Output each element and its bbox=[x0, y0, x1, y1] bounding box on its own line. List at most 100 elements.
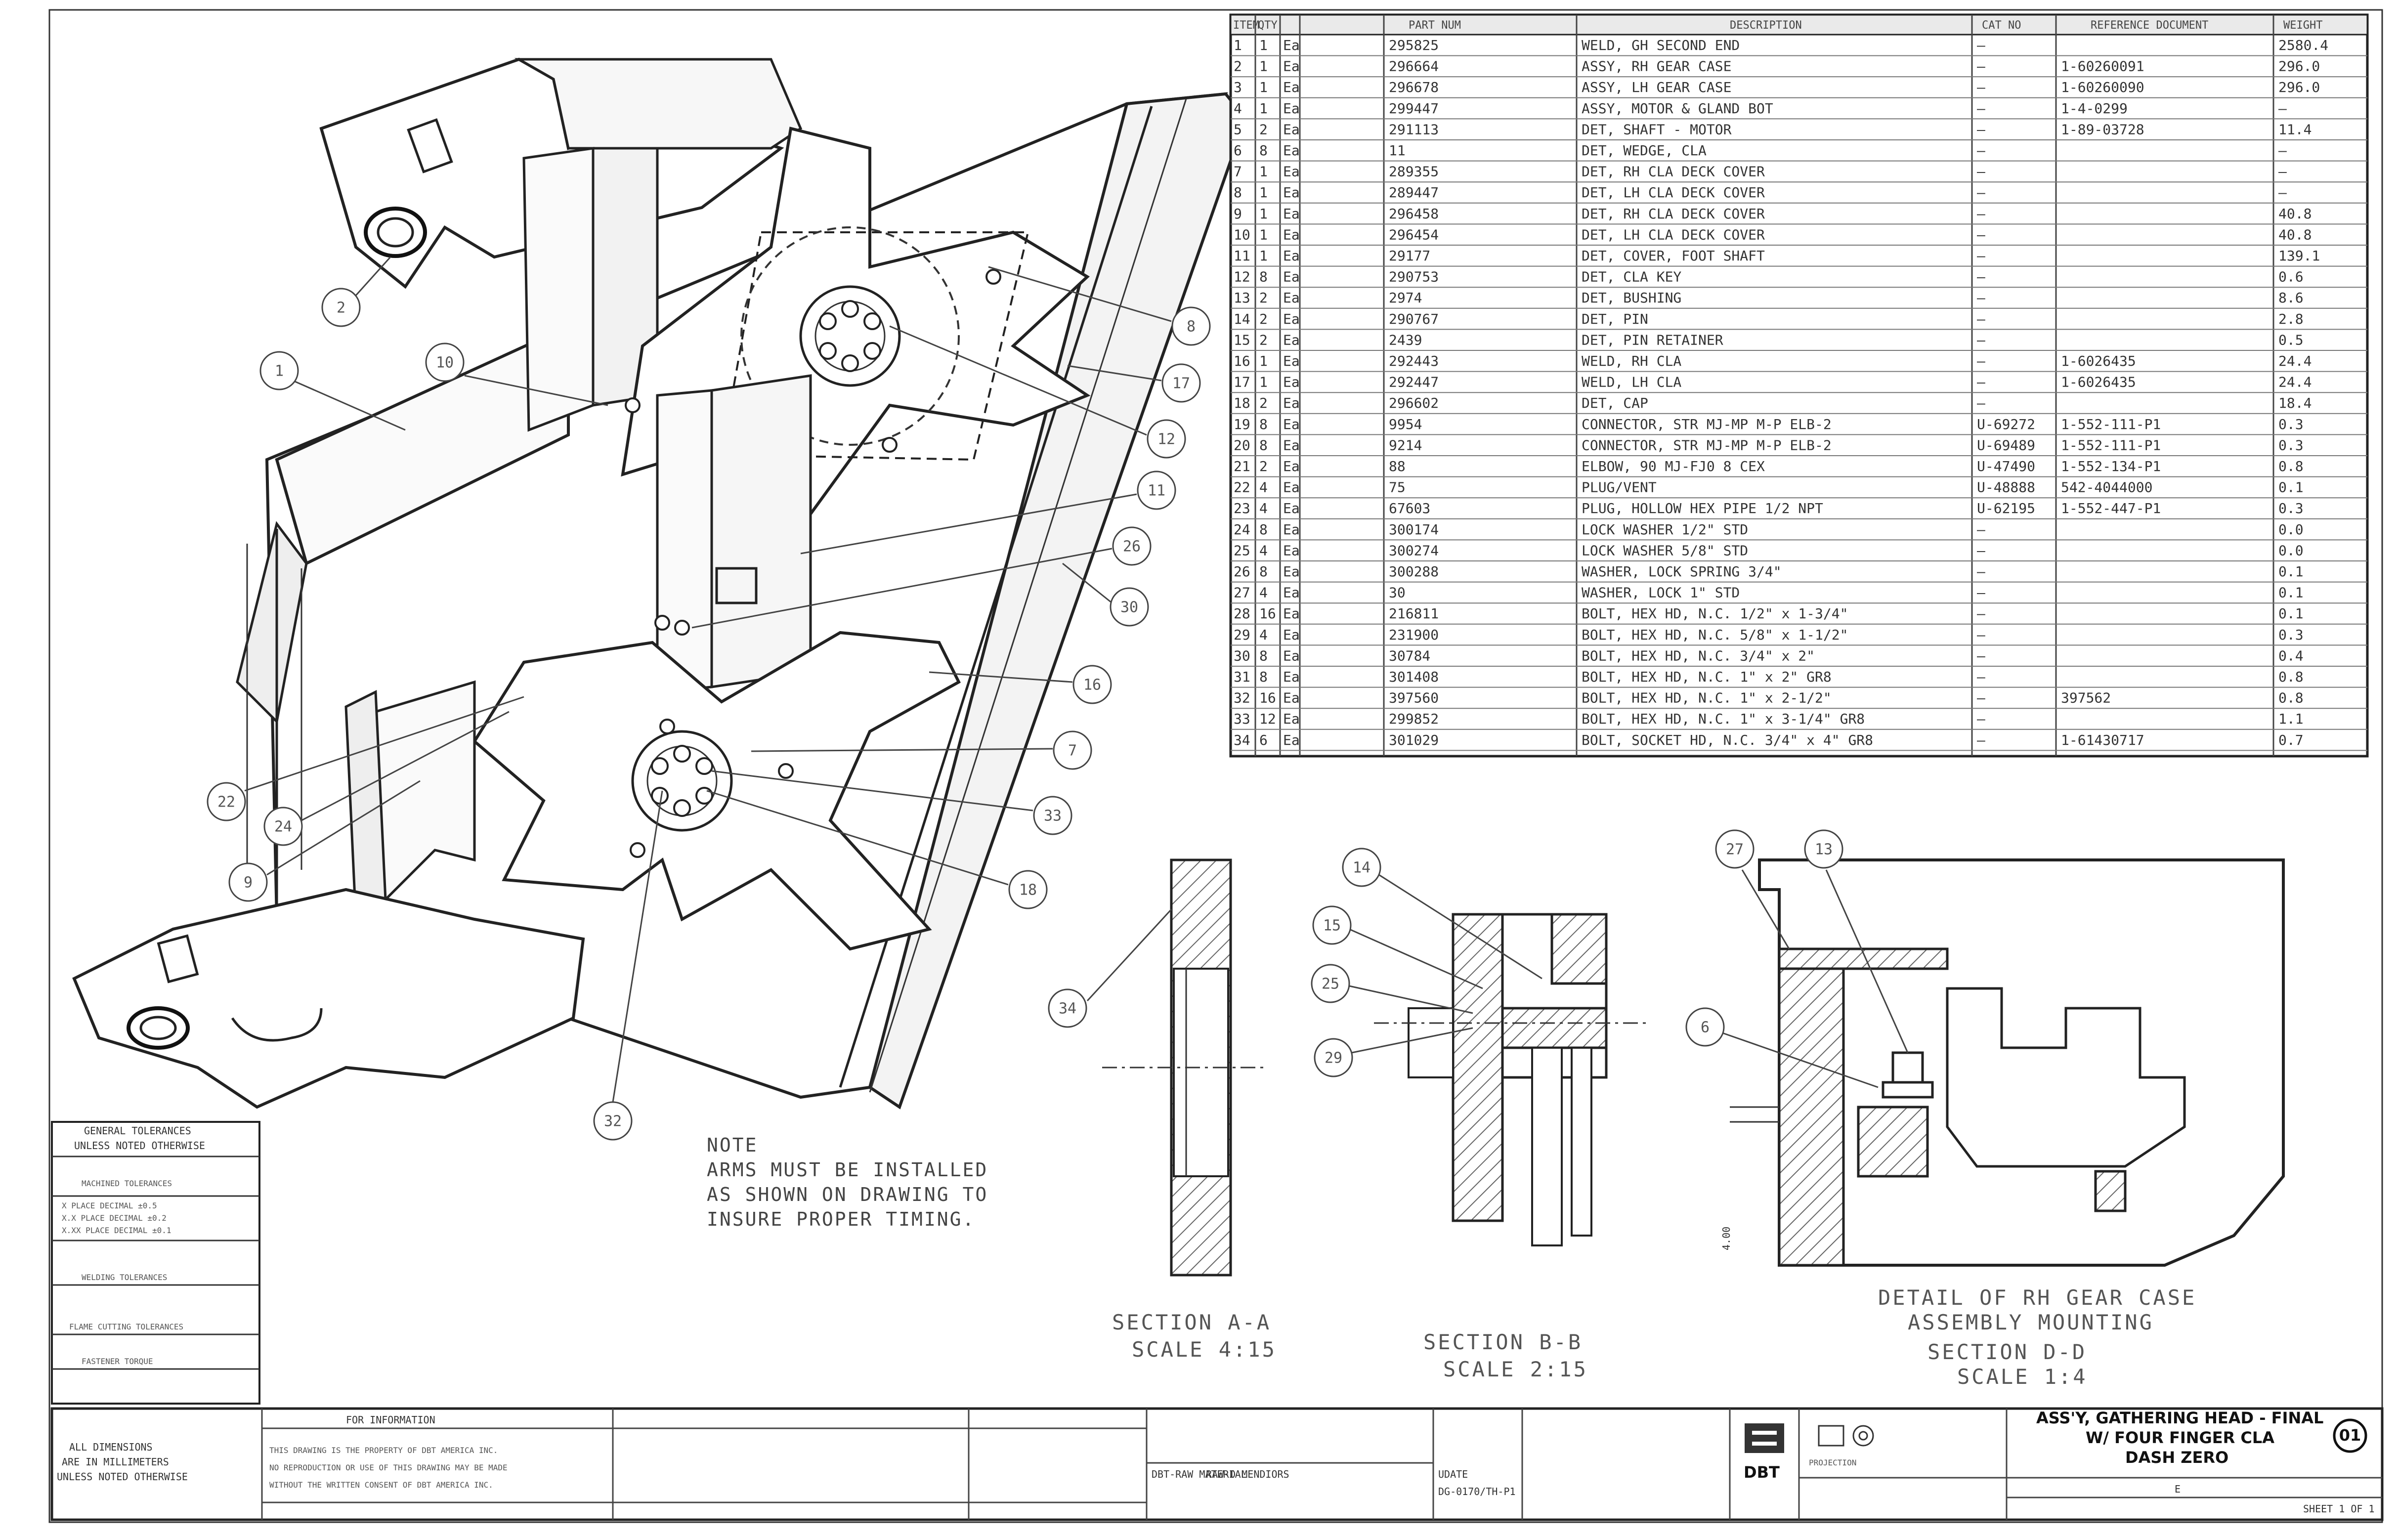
svg-text:01: 01 bbox=[2339, 1426, 2361, 1445]
svg-text:RAW-D MENDIORS: RAW-D MENDIORS bbox=[1206, 1468, 1289, 1480]
bom-cell: 0.1 bbox=[2278, 585, 2304, 601]
sheet-border bbox=[48, 9, 2383, 1523]
bom-cell: 8 bbox=[1259, 142, 1268, 159]
bom-cell: 299852 bbox=[1389, 711, 1439, 727]
bom-cell: — bbox=[2278, 164, 2287, 180]
svg-text:SCALE 4:15: SCALE 4:15 bbox=[1132, 1337, 1277, 1362]
bom-cell: 30 bbox=[1234, 647, 1250, 664]
bom-cell: 2 bbox=[1259, 121, 1268, 137]
bom-cell: 16 bbox=[1259, 690, 1276, 706]
bom-cell: 0.1 bbox=[2278, 563, 2304, 580]
bom-cell: 75 bbox=[1389, 479, 1406, 496]
bom-cell: 2 bbox=[1259, 458, 1268, 474]
bom-cell: 29177 bbox=[1389, 248, 1430, 264]
bom-cell: — bbox=[1977, 542, 1985, 558]
bom-cell: 0.3 bbox=[2278, 500, 2304, 516]
svg-text:FOR INFORMATION: FOR INFORMATION bbox=[346, 1414, 435, 1426]
svg-text:WITHOUT THE WRITTEN CONSENT OF: WITHOUT THE WRITTEN CONSENT OF DBT AMERI… bbox=[269, 1480, 493, 1490]
svg-text:PART NUM: PART NUM bbox=[1409, 19, 1461, 32]
svg-text:E: E bbox=[2175, 1483, 2181, 1495]
assembly-note: NOTE ARMS MUST BE INSTALLED AS SHOWN ON … bbox=[707, 1134, 986, 1230]
bom-cell: 1 bbox=[1259, 100, 1268, 117]
svg-text:SECTION D-D: SECTION D-D bbox=[1927, 1340, 2087, 1364]
bom-cell: DET, CLA KEY bbox=[1582, 269, 1681, 285]
bom-cell: ASSY, LH GEAR CASE bbox=[1582, 79, 1731, 95]
bom-cell: DET, WEDGE, CLA bbox=[1582, 142, 1707, 159]
bom-cell: 1-61430717 bbox=[2061, 732, 2144, 748]
svg-text:24: 24 bbox=[274, 818, 292, 836]
bom-cell: 8 bbox=[1234, 184, 1242, 201]
bom-cell: Ea bbox=[1283, 690, 1300, 706]
bom-cell: Ea bbox=[1283, 500, 1300, 516]
bom-cell: — bbox=[1977, 290, 1985, 306]
section-a-a-view: 34 SECTION A-A SCALE 4:15 bbox=[1048, 858, 1277, 1362]
bom-cell: BOLT, HEX HD, N.C. 5/8" x 1-1/2" bbox=[1582, 627, 1848, 643]
bom-cell: 8 bbox=[1259, 437, 1268, 453]
bom-cell: 2580.4 bbox=[2278, 37, 2328, 53]
bom-cell: 27 bbox=[1234, 585, 1250, 601]
bom-cell: 1-6026435 bbox=[2061, 374, 2136, 390]
bom-cell: 292447 bbox=[1389, 374, 1439, 390]
svg-text:ITEM: ITEM bbox=[1233, 19, 1259, 32]
bom-cell: 12 bbox=[1234, 269, 1250, 285]
bom-cell: 296.0 bbox=[2278, 58, 2320, 75]
svg-text:FASTENER TORQUE: FASTENER TORQUE bbox=[82, 1357, 153, 1366]
bom-cell: BOLT, HEX HD, N.C. 3/4" x 2" bbox=[1582, 647, 1815, 664]
bom-cell: — bbox=[1977, 521, 1985, 538]
bom-cell: 397560 bbox=[1389, 690, 1439, 706]
projection-symbol-icon bbox=[1818, 1425, 1874, 1447]
bom-cell: 22 bbox=[1234, 479, 1250, 496]
balloon-item: 30 bbox=[1062, 562, 1149, 627]
bom-cell: 289447 bbox=[1389, 184, 1439, 201]
bom-cell: BOLT, SOCKET HD, N.C. 3/4" x 4" GR8 bbox=[1582, 732, 1873, 748]
bom-cell: — bbox=[1977, 732, 1985, 748]
bom-cell: PLUG, HOLLOW HEX PIPE 1/2 NPT bbox=[1582, 500, 1823, 516]
bom-cell: 292443 bbox=[1389, 353, 1439, 369]
bom-cell: 1-4-0299 bbox=[2061, 100, 2128, 117]
bom-cell: Ea bbox=[1283, 374, 1300, 390]
bom-cell: 1-89-03728 bbox=[2061, 121, 2144, 137]
bom-cell: 3 bbox=[1234, 79, 1242, 95]
bom-cell: 1-552-134-P1 bbox=[2061, 458, 2161, 474]
bom-cell: 15 bbox=[1234, 332, 1250, 348]
bom-cell: 11 bbox=[1389, 142, 1406, 159]
balloon-item: 17 bbox=[1067, 363, 1201, 403]
balloon-item: 11 bbox=[800, 471, 1176, 555]
dbt-logo: DBT bbox=[1744, 1423, 1784, 1482]
balloon-item: 2 bbox=[321, 256, 391, 327]
balloon-item: 18 bbox=[706, 790, 1048, 909]
bom-cell: Ea bbox=[1283, 416, 1300, 432]
bom-cell: 296664 bbox=[1389, 58, 1439, 75]
bom-cell: 1-60260091 bbox=[2061, 58, 2144, 75]
bom-cell: Ea bbox=[1283, 711, 1300, 727]
bom-cell: 6 bbox=[1259, 732, 1268, 748]
svg-text:UDATE: UDATE bbox=[1438, 1468, 1468, 1480]
bom-cell: WASHER, LOCK SPRING 3/4" bbox=[1582, 563, 1782, 580]
bom-cell: Ea bbox=[1283, 269, 1300, 285]
bom-cell: 8 bbox=[1259, 563, 1268, 580]
bom-cell: DET, CAP bbox=[1582, 395, 1648, 411]
bom-cell: Ea bbox=[1283, 142, 1300, 159]
bom-cell: 1 bbox=[1259, 79, 1268, 95]
bom-cell: — bbox=[1977, 100, 1985, 117]
section-b-b-view: 14 15 25 29 SECTION B-B SCALE 2:15 bbox=[1311, 848, 1651, 1381]
bom-cell: 1-552-111-P1 bbox=[2061, 437, 2161, 453]
svg-text:6: 6 bbox=[1701, 1019, 1710, 1036]
bom-cell: — bbox=[1977, 669, 1985, 685]
bom-cell: — bbox=[1977, 164, 1985, 180]
svg-text:X.X PLACE DECIMAL ±0.2: X.X PLACE DECIMAL ±0.2 bbox=[62, 1213, 167, 1223]
bom-cell: 0.1 bbox=[2278, 479, 2304, 496]
bom-cell: 1 bbox=[1259, 164, 1268, 180]
bom-cell: ELBOW, 90 MJ-FJ0 8 CEX bbox=[1582, 458, 1765, 474]
bom-cell: Ea bbox=[1283, 58, 1300, 75]
bom-cell: Ea bbox=[1283, 669, 1300, 685]
bom-cell: Ea bbox=[1283, 248, 1300, 264]
